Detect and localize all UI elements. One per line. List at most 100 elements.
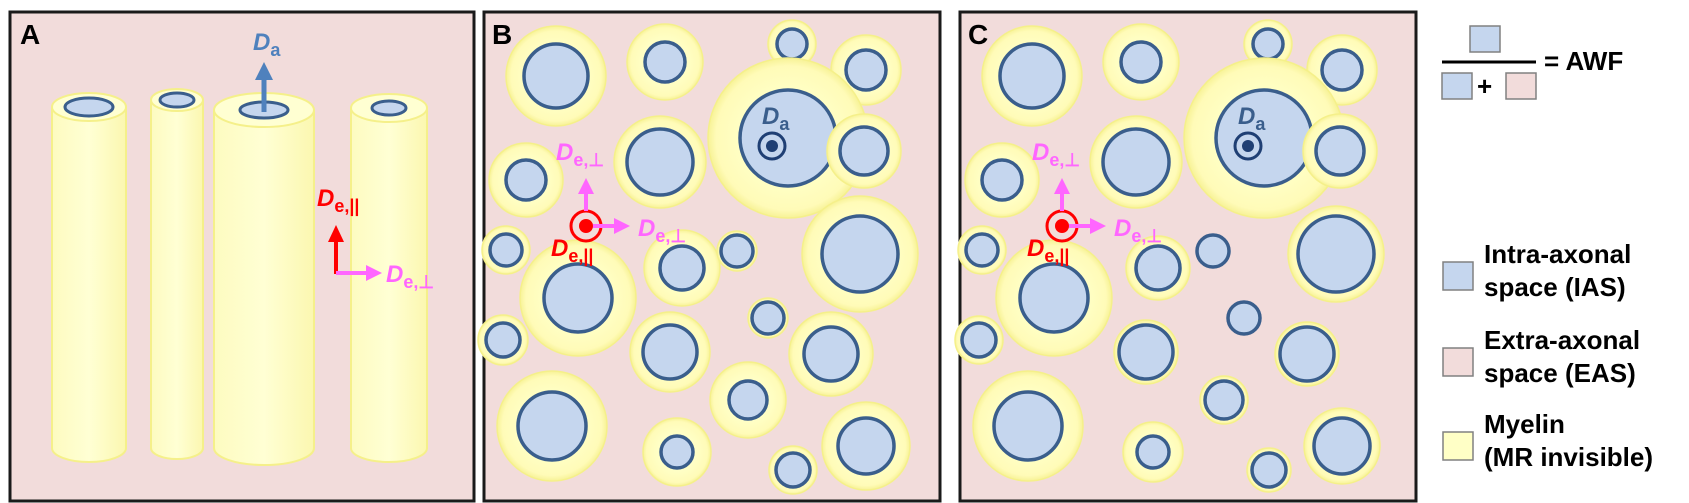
- intra-axonal-space: [836, 416, 896, 476]
- axon-cross-section: [964, 142, 1040, 218]
- axial-diffusivity-marker-panel-b: [757, 131, 787, 161]
- axon-cross-section: [629, 311, 711, 393]
- intra-axonal-space: [1314, 125, 1366, 177]
- axial-diffusivity-arrow: [255, 62, 273, 112]
- intra-axonal-space: [1203, 379, 1245, 421]
- axon-cross-section: [1274, 321, 1340, 387]
- legend-eas-line1: Extra-axonal: [1484, 325, 1640, 355]
- axon-cross-section: [477, 314, 529, 366]
- intra-axonal-space: [820, 214, 900, 294]
- legend-swatch-myelin: [1442, 431, 1474, 461]
- intra-axonal-space: [775, 27, 809, 61]
- intra-axonal-space: [1250, 451, 1288, 489]
- label-de-perp-right-panel-b: De,⊥: [638, 215, 686, 246]
- intra-axonal-space: [774, 451, 812, 489]
- axon-cross-section: [995, 239, 1113, 357]
- axon-cross-section: [1113, 319, 1179, 385]
- extra-axonal-perp-arrow-up-panel-b: [578, 178, 594, 211]
- axon-cross-section: [613, 115, 707, 209]
- intra-axonal-space: [542, 262, 614, 334]
- intra-axonal-space: [1119, 40, 1163, 84]
- label-de-parallel-panel-b: De,||: [551, 235, 593, 266]
- intra-axonal-space: [504, 158, 548, 202]
- label-de-perp-up-panel-c: De,⊥: [1032, 139, 1080, 170]
- label-da-panel-a: Da: [253, 29, 281, 60]
- axon-cross-section: [768, 445, 818, 495]
- axon-cross-section: [1302, 113, 1378, 189]
- formula-ias-square-numerator: [1469, 25, 1501, 53]
- label-da-panel-b: Da: [762, 103, 790, 134]
- axon-cross-section: [954, 315, 1004, 365]
- extra-axonal-perp-arrow-right-panel-b: [593, 218, 630, 234]
- axial-diffusivity-marker-panel-c: [1233, 131, 1263, 161]
- legend-ias-line2: space (IAS): [1484, 272, 1626, 302]
- axon-cross-section: [1246, 447, 1292, 493]
- legend-ias-line1: Intra-axonal: [1484, 239, 1631, 269]
- extra-axonal-perp-arrow-right-panel-c: [1069, 218, 1106, 234]
- legend-myelin-line1: Myelin: [1484, 409, 1565, 439]
- intra-axonal-space: [960, 321, 998, 359]
- axon-cross-section: [707, 57, 869, 219]
- extra-axonal-parallel-arrow: [328, 225, 344, 274]
- intra-axonal-space: [998, 42, 1066, 110]
- myelinated-axon-cylinder-3: [213, 92, 315, 466]
- axon-cross-section: [1199, 375, 1249, 425]
- extra-axonal-perp-arrow-up-panel-c: [1054, 178, 1070, 211]
- axon-cross-section: [1195, 233, 1231, 269]
- formula-eas-square: [1505, 72, 1537, 100]
- axon-cross-section: [519, 239, 637, 357]
- awf-formula: + = AWF: [1441, 25, 1623, 101]
- axon-cross-section: [826, 113, 902, 189]
- axon-cross-section: [709, 361, 787, 439]
- panel-a-letter: A: [20, 19, 40, 50]
- label-de-perp-up-panel-b: De,⊥: [556, 139, 604, 170]
- axon-cross-section: [716, 230, 758, 272]
- intra-axonal-space: [964, 232, 1000, 268]
- panel-c-axon-cross-sections: [954, 19, 1385, 493]
- axon-cross-section: [1303, 407, 1381, 485]
- label-de-perp-right-panel-c: De,⊥: [1114, 215, 1162, 246]
- legend-swatch-ias: [1442, 261, 1474, 291]
- axon-cross-section: [642, 417, 712, 487]
- myelinated-axon-cylinder-4: [350, 93, 428, 463]
- axon-cross-section: [821, 401, 911, 491]
- axon-cross-section: [488, 142, 564, 218]
- extra-axonal-perpendicular-arrow: [336, 265, 382, 281]
- intra-axonal-space: [738, 88, 838, 188]
- intra-axonal-space: [643, 40, 687, 84]
- label-de-parallel-panel-c: De,||: [1027, 235, 1069, 266]
- panel-b-axon-cross-sections: [477, 19, 919, 495]
- axon-cross-section: [1089, 115, 1183, 209]
- legend: Intra-axonal space (IAS) Extra-axonal sp…: [1442, 239, 1653, 472]
- axon-cross-section: [505, 25, 607, 127]
- intra-axonal-space: [1320, 48, 1364, 92]
- intra-axonal-space: [1135, 434, 1171, 470]
- intra-axonal-space: [1226, 300, 1262, 336]
- panel-c-letter: C: [968, 19, 988, 50]
- intra-axonal-space: [1214, 88, 1314, 188]
- label-de-perp-panel-a: De,⊥: [386, 261, 434, 292]
- panel-c: C Da De,⊥ De,⊥ De,||: [954, 10, 1418, 503]
- axon-cross-section: [1125, 235, 1191, 301]
- intra-axonal-space: [980, 158, 1024, 202]
- myelinated-axon-cylinder-1: [51, 92, 127, 463]
- legend-eas-line2: space (EAS): [1484, 358, 1636, 388]
- label-da-panel-c: Da: [1238, 103, 1266, 134]
- axon-cross-section: [1287, 205, 1385, 303]
- panel-b-letter: B: [492, 19, 512, 50]
- intra-axonal-space: [719, 233, 755, 269]
- axon-cross-section: [972, 370, 1084, 482]
- axon-cross-section: [767, 19, 817, 69]
- axon-cross-section: [626, 23, 704, 101]
- intra-axonal-space: [1195, 233, 1231, 269]
- axon-cross-section: [1102, 23, 1180, 101]
- axon-cross-section: [1183, 57, 1345, 219]
- myelinated-axon-cylinder-2: [150, 88, 204, 460]
- intra-axonal-space: [1312, 416, 1372, 476]
- axon-cross-section: [1226, 300, 1262, 336]
- axon-cross-section: [788, 311, 874, 397]
- intra-axonal-space: [641, 323, 699, 381]
- intra-axonal-space: [1134, 244, 1182, 292]
- intra-axonal-space: [522, 42, 590, 110]
- intra-axonal-space: [1101, 127, 1171, 197]
